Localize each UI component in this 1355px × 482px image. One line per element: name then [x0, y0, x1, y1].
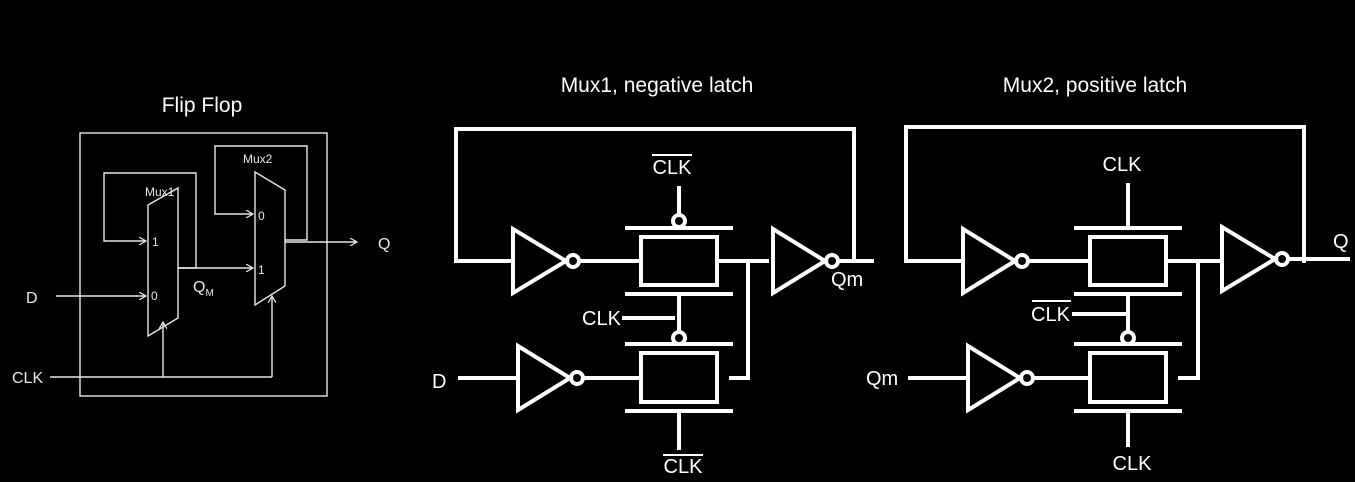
latch2-input-label: Qm [866, 368, 898, 390]
latch2-mid-ctrl-label: CLK [1031, 304, 1071, 326]
mux2-shape [254, 170, 286, 307]
latch2-tgate-bottom [1074, 342, 1182, 447]
q-label: Q [378, 236, 390, 253]
latch2-mid-ctrl-wire [1072, 312, 1130, 334]
flip-flop-block: Flip Flop Mux1 1 0 Mux2 0 1 D CLK Q QM [12, 94, 390, 397]
flip-flop-title: Flip Flop [162, 94, 243, 117]
mux1-in1-label: 1 [152, 235, 159, 249]
mux2-in0-label: 0 [258, 209, 265, 223]
latch1-tgate-top [625, 186, 769, 332]
positive-latch: Mux2, positive latch CLK Q CLK [866, 74, 1350, 475]
latch2-top-ctrl-label: CLK [1103, 154, 1143, 176]
mux2-feedback-wire [214, 145, 308, 241]
negative-latch: Mux1, negative latch CLK Qm [432, 74, 874, 478]
latch1-feedback-loop [454, 127, 856, 263]
latch1-inverter-out [771, 225, 829, 297]
latch1-title: Mux1, negative latch [561, 74, 754, 97]
latch1-mid-ctrl-label: CLK [582, 308, 622, 330]
d-label: D [26, 290, 38, 307]
latch2-bot-ctrl-label: CLK [1113, 453, 1153, 475]
latch2-node-wire [1178, 259, 1200, 380]
latch1-top-ctrl-label: CLK [653, 157, 693, 179]
clk-label: CLK [12, 370, 43, 387]
latch2-inverter-in [966, 342, 1024, 414]
qm-label: QM [193, 279, 214, 299]
mux1-in0-label: 0 [151, 289, 158, 303]
latch1-bot-ctrl-label: CLK [664, 456, 704, 478]
latch2-inverter-out [1220, 223, 1279, 295]
latch2-output-label: Q [1333, 231, 1349, 253]
latch2-title: Mux2, positive latch [1003, 74, 1187, 97]
latch2-inverter-top [961, 225, 1019, 297]
latch1-inverter-top [511, 225, 570, 297]
mux2-label: Mux2 [243, 152, 273, 166]
flip-flop-box [79, 132, 328, 397]
mux1-label: Mux1 [145, 185, 175, 199]
mux2-in1-label: 1 [258, 263, 265, 277]
latch1-input-label: D [432, 371, 446, 393]
latch1-node-wire [729, 259, 750, 380]
latch1-inverter-in [516, 342, 574, 414]
mux1-shape [147, 186, 179, 338]
latch2-feedback-loop [904, 125, 1306, 263]
latch1-tgate-bottom [625, 342, 733, 450]
latch1-output-label: Qm [831, 269, 863, 291]
